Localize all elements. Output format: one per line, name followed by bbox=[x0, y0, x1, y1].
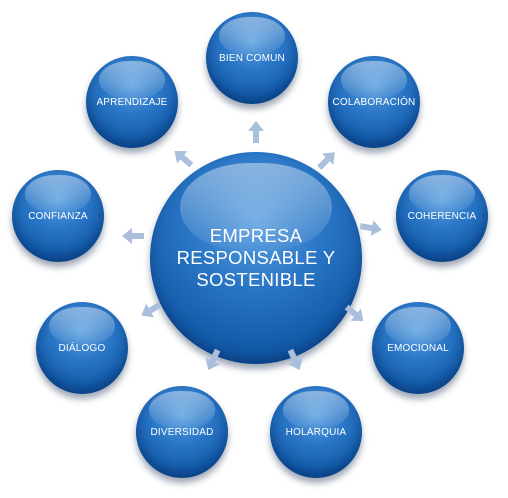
arrow-to-bien-comun-icon bbox=[248, 121, 264, 143]
node-label: DIVERSIDAD bbox=[150, 426, 214, 438]
node-label: HOLARQUIA bbox=[285, 426, 347, 438]
node-label: COLABORACIÓN bbox=[332, 96, 416, 108]
node-diversidad: DIVERSIDAD bbox=[136, 386, 228, 478]
node-aprendizaje: APRENDIZAJE bbox=[86, 56, 178, 148]
node-label: EMOCIONAL bbox=[387, 342, 449, 354]
node-label: APRENDIZAJE bbox=[96, 96, 168, 108]
node-bien-comun: BIEN COMUN bbox=[206, 12, 298, 104]
arrow-to-dialogo-icon bbox=[141, 301, 163, 318]
node-label: BIEN COMUN bbox=[219, 52, 285, 64]
arrow-to-aprendizaje-icon bbox=[174, 150, 194, 168]
arrow-to-colaboracion-icon bbox=[317, 152, 335, 170]
arrow-to-confianza-icon bbox=[122, 228, 144, 244]
node-dialogo: DIÁLOGO bbox=[36, 302, 128, 394]
center-label-line-2: RESPONSABLE Y bbox=[176, 247, 336, 268]
node-confianza: CONFIANZA bbox=[12, 170, 104, 262]
center-label-line-3: SOSTENIBLE bbox=[196, 269, 316, 290]
node-emocional: EMOCIONAL bbox=[372, 302, 464, 394]
node-colaboracion: COLABORACIÓN bbox=[328, 56, 420, 148]
center-node: EMPRESA RESPONSABLE Y SOSTENIBLE bbox=[150, 152, 362, 364]
arrow-to-emocional-icon bbox=[344, 304, 364, 322]
node-label: CONFIANZA bbox=[28, 210, 88, 222]
node-label: DIÁLOGO bbox=[58, 342, 106, 354]
center-label-line-1: EMPRESA bbox=[209, 225, 303, 246]
arrow-to-holarquia-icon bbox=[287, 348, 303, 370]
arrow-to-diversidad-icon bbox=[205, 348, 221, 370]
node-holarquia: HOLARQUIA bbox=[270, 386, 362, 478]
center-label: EMPRESA RESPONSABLE Y SOSTENIBLE bbox=[171, 225, 341, 291]
node-label: COHERENCIA bbox=[407, 210, 477, 222]
arrow-to-coherencia-icon bbox=[359, 220, 382, 237]
node-coherencia: COHERENCIA bbox=[396, 170, 488, 262]
